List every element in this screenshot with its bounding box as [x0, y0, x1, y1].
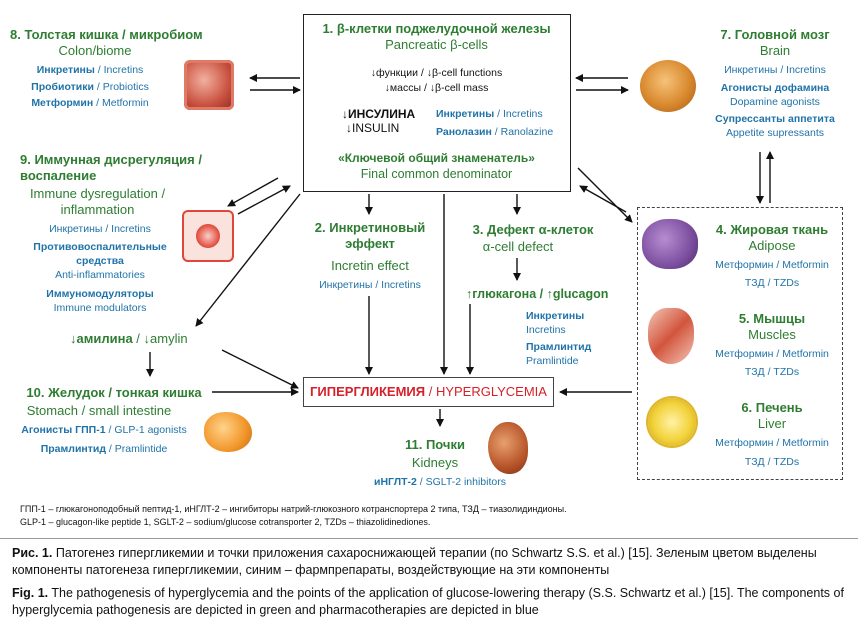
arrow-beta-to-amylin — [195, 193, 301, 327]
adipose-drug-1: Метформин / Metformin — [715, 259, 829, 271]
beta-drug-ranolazine: Ранолазин / Ranolazine — [436, 126, 554, 138]
incretin-title: 2. Инкретиновый эффект — [314, 220, 426, 251]
alpha-subtitle: α-cell defect — [482, 239, 554, 254]
adipose-drug-2: ТЗД / TZDs — [744, 277, 800, 289]
colon-drug-2: Пробиотики / Probiotics — [31, 81, 149, 93]
kidney-drug: иНГЛТ-2 / SGLT-2 inhibitors — [374, 476, 506, 488]
colon-icon — [184, 60, 234, 110]
caption-divider — [0, 538, 858, 539]
insulin-en: ↓INSULIN — [346, 121, 400, 135]
brain-drug-3-ru: Супрессанты аппетита — [715, 113, 835, 125]
colon-drug-1: Инкретины / Incretins — [36, 64, 144, 76]
stomach-icon — [204, 412, 252, 452]
colon-title: 8. Толстая кишка / микробиом — [10, 27, 203, 42]
brain-drug-3-en: Appetite supressants — [725, 127, 825, 139]
alpha-drug-2-en: Pramlintide — [526, 355, 579, 367]
muscle-drug-2: ТЗД / TZDs — [744, 366, 800, 378]
arrow-beta-to-tissues — [577, 167, 633, 223]
adipose-subtitle: Adipose — [748, 238, 796, 253]
stomach-drug-1: Агонисты ГПП-1 / GLP-1 agonists — [21, 424, 187, 436]
kidney-subtitle: Kidneys — [411, 455, 459, 470]
muscle-subtitle: Muscles — [748, 327, 796, 342]
immune-drug-3-en: Immune modulators — [53, 302, 147, 314]
muscle-drug-1: Метформин / Metformin — [715, 348, 829, 360]
amylin-label: ↓амилина / ↓amylin — [70, 331, 188, 346]
hyperglycemia-box: ГИПЕРГЛИКЕМИЯ / HYPERGLYCEMIA — [303, 377, 554, 407]
immune-drug-2-ru: Противовоспалительные средства — [33, 241, 167, 267]
peripheral-tissues-box — [637, 207, 843, 480]
kidney-icon — [488, 422, 528, 474]
brain-subtitle: Brain — [759, 43, 791, 58]
caption-ru: Рис. 1. Патогенез гипергликемии и точки … — [12, 546, 817, 577]
immune-subtitle: Immune dysregulation / inflammation — [29, 186, 166, 217]
liver-icon — [648, 398, 696, 446]
insulin-ru: ↓ИНСУЛИНА — [342, 107, 416, 121]
arrow-amylin-to-hyper — [221, 349, 299, 389]
key-denominator-ru: «Ключевой общий знаменатель» — [338, 151, 535, 165]
beta-title: 1. β-клетки поджелудочной железы — [322, 21, 551, 36]
brain-icon — [640, 60, 696, 112]
immune-title: 9. Иммунная дисрегуляция / воспаление — [20, 152, 202, 183]
beta-subtitle: Pancreatic β-cells — [385, 37, 488, 52]
liver-title: 6. Печень — [741, 400, 803, 415]
caption-en: Fig. 1. The pathogenesis of hyperglycemi… — [12, 586, 844, 617]
hyper-ru: ГИПЕРГЛИКЕМИЯ — [310, 384, 426, 399]
abbreviations-ru: ГПП-1 – глюкагоноподобный пептид-1, иНГЛ… — [20, 504, 567, 514]
brain-drug-2-en: Dopamine agonists — [730, 96, 820, 108]
brain-drug-2-ru: Агонисты дофамина — [720, 82, 830, 94]
beta-drug-incretins: Инкретины / Incretins — [436, 108, 543, 120]
hyper-en: HYPERGLYCEMIA — [435, 384, 547, 399]
adipose-title: 4. Жировая ткань — [715, 222, 829, 237]
immune-drug-1: Инкретины / Incretins — [49, 223, 151, 235]
arrow-tissues-to-beta — [579, 185, 627, 213]
beta-mass: ↓массы / ↓β-cell mass — [384, 82, 489, 94]
alpha-title: 3. Дефект α-клеток — [472, 222, 594, 237]
muscle-title: 5. Мышцы — [738, 311, 806, 326]
incretin-drug: Инкретины / Incretins — [319, 279, 421, 291]
key-denominator-en: Final common denominator — [360, 167, 513, 181]
brain-drug-1: Инкретины / Incretins — [724, 64, 826, 76]
stomach-title: 10. Желудок / тонкая кишка — [26, 385, 202, 400]
stomach-subtitle: Stomach / small intestine — [26, 403, 172, 418]
liver-drug-1: Метформин / Metformin — [715, 437, 829, 449]
muscle-icon — [648, 308, 694, 364]
immune-drug-2-en: Anti-inflammatories — [55, 269, 145, 281]
arrow-beta-to-immune — [227, 177, 279, 207]
liver-drug-2: ТЗД / TZDs — [744, 456, 800, 468]
beta-function: ↓функции / ↓β-cell functions — [370, 67, 503, 79]
adipose-icon — [642, 219, 698, 269]
immune-drug-3-ru: Иммуномодуляторы — [46, 288, 154, 300]
beta-cells-box: 1. β-клетки поджелудочной железы Pancrea… — [303, 14, 571, 192]
incretin-subtitle: Incretin effect — [331, 258, 409, 273]
liver-subtitle: Liver — [757, 416, 787, 431]
alpha-drug-2-ru: Прамлинтид — [526, 341, 592, 353]
glucagon-label: ↑глюкагона / ↑glucagon — [466, 287, 609, 301]
kidney-title: 11. Почки — [405, 437, 465, 452]
colon-drug-3: Метформин / Metformin — [31, 97, 149, 109]
colon-subtitle: Colon/biome — [58, 43, 132, 58]
alpha-drug-1-en: Incretins — [526, 324, 566, 336]
abbreviations-en: GLP-1 – glucagon-like peptide 1, SGLT-2 … — [20, 517, 431, 527]
alpha-drug-1-ru: Инкретины — [526, 310, 585, 322]
stomach-drug-2: Прамлинтид / Pramlintide — [40, 443, 168, 455]
arrow-immune-to-beta — [237, 185, 291, 215]
brain-title: 7. Головной мозг — [720, 27, 830, 42]
immune-cell-icon — [182, 210, 234, 262]
